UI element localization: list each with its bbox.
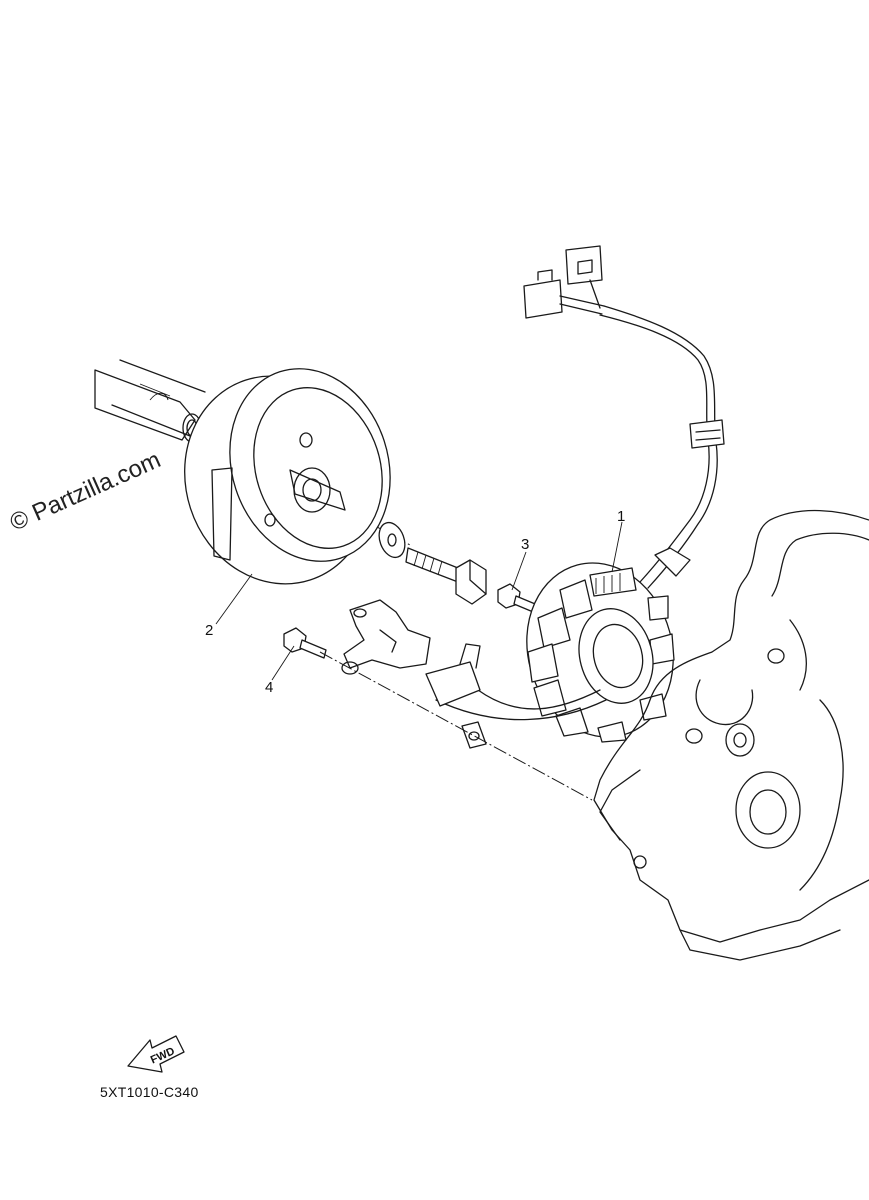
bracket-screw — [283, 627, 327, 659]
washer — [378, 521, 406, 559]
crankshaft-end — [94, 359, 206, 443]
callout-leaders — [215, 521, 623, 681]
callout-4: 4 — [265, 679, 273, 696]
callout-1: 1 — [617, 508, 625, 525]
stator-coil — [526, 562, 675, 743]
flywheel-rotor — [184, 368, 391, 585]
screw-axis-line — [319, 651, 593, 801]
crankcase-cover — [593, 509, 869, 961]
diagram-code: 5XT1010-C340 — [100, 1084, 199, 1100]
flywheel-bolt — [405, 547, 487, 605]
wire-harness — [425, 245, 725, 749]
callout-3: 3 — [521, 536, 529, 553]
lead-bracket — [341, 599, 431, 675]
fwd-arrow-icon: FWD — [127, 1035, 185, 1073]
callout-2: 2 — [205, 622, 213, 639]
